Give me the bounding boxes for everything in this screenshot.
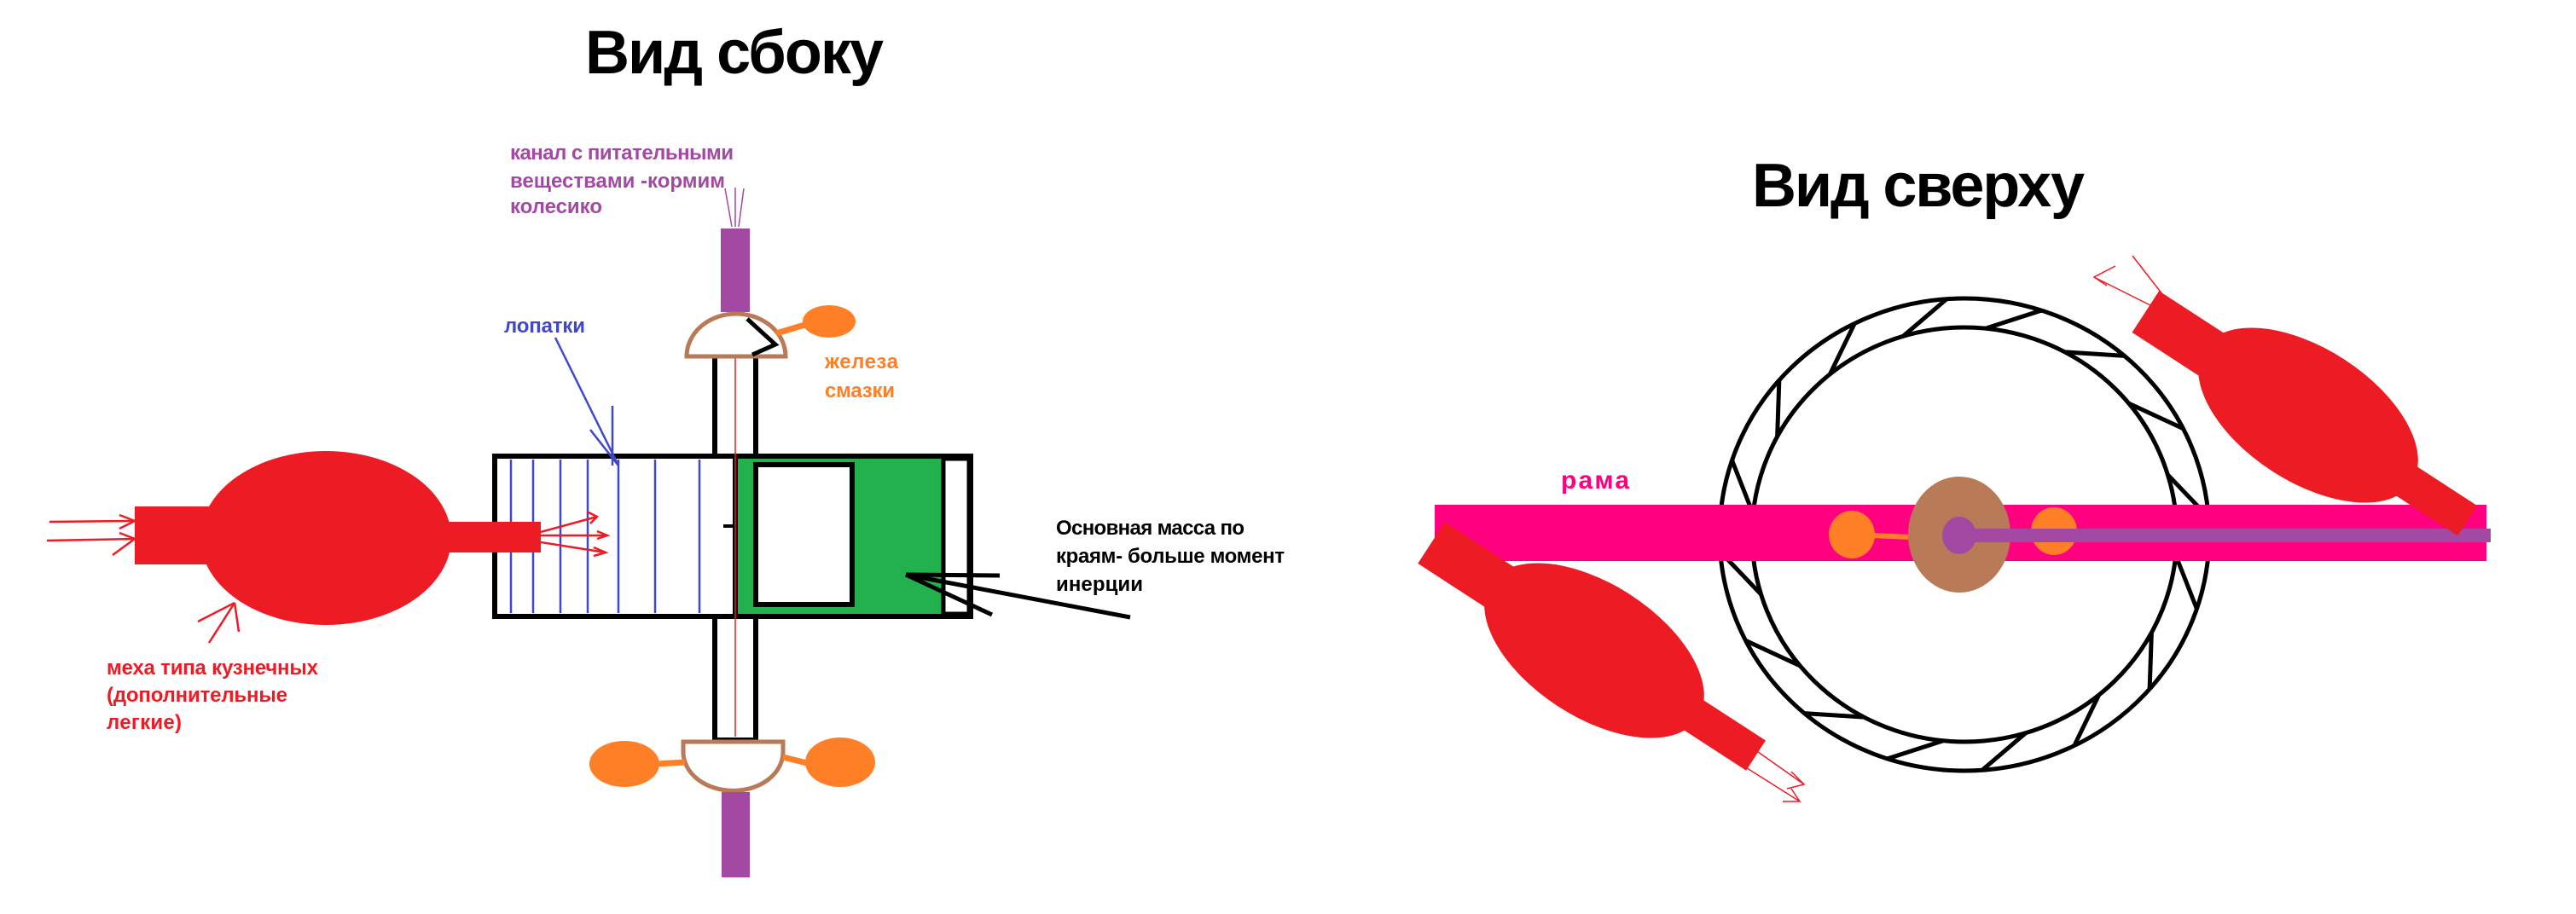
blades-label: лопатки <box>504 315 585 338</box>
nutrient-channel-top <box>721 228 750 312</box>
bellows-top-right <box>2132 291 2478 536</box>
label-line: инерции <box>1056 573 1143 596</box>
mass-label: Основная масса по краям- больше момент и… <box>1056 517 1285 596</box>
label-line: меха типа кузнечных <box>107 657 319 680</box>
label-line: веществами -кормим <box>510 170 725 193</box>
glands-label: железа смазки <box>824 350 899 402</box>
lubrication-gland-top <box>803 305 856 338</box>
air-flow-arrows-icon <box>2092 255 2163 308</box>
channel-label: канал с питательными веществами -кормим … <box>510 142 734 218</box>
label-line: краям- больше момент <box>1056 545 1285 568</box>
cap-hook <box>746 317 780 357</box>
label-line: смазки <box>825 379 895 402</box>
lubrication-gland-left <box>589 741 659 787</box>
wheel-blade <box>2173 554 2199 610</box>
blades-pointer-arrow <box>554 337 620 466</box>
top-bearing-cap <box>684 311 788 359</box>
wheel-blade <box>2127 401 2184 431</box>
side-view-title: Вид сбоку <box>585 19 884 87</box>
air-flow-arrows-icon <box>46 510 611 644</box>
wheel-blade <box>2147 632 2154 690</box>
lubrication-gland-left <box>1829 511 1875 558</box>
wheel-blade <box>2064 350 2125 358</box>
label-line: легкие) <box>107 711 182 734</box>
wheel-blade <box>1804 711 1865 720</box>
lubrication-gland-right <box>805 738 875 787</box>
side-view: Вид сбоку <box>46 19 1285 877</box>
wheel-blades <box>1718 297 2211 772</box>
wheel-blade <box>1828 322 1857 375</box>
bottom-bearing-cap <box>681 739 786 793</box>
top-view-title: Вид сверху <box>1752 152 2085 220</box>
label-line: колесико <box>510 195 602 218</box>
bellows-side <box>135 451 541 625</box>
label-line: канал с питательными <box>510 142 734 165</box>
wheel-blade <box>1744 639 1801 668</box>
axle-center <box>1942 517 1976 554</box>
bellows-bottom-left <box>1418 522 1766 771</box>
nutrient-channel <box>1959 529 2491 542</box>
wheel-blade <box>1981 731 2028 772</box>
label-line: (дополнительные <box>107 684 287 707</box>
frame-label: рама <box>1561 466 1629 495</box>
wheel-blade <box>1775 379 1782 437</box>
wheel-blade <box>1985 308 2043 331</box>
air-flow-arrows-icon <box>1718 732 1806 802</box>
mass-pointer-arrow <box>904 572 1131 620</box>
wheel-blade <box>2072 694 2101 747</box>
label-line: железа <box>824 350 899 373</box>
mass-outer-strip <box>941 456 972 616</box>
top-view: Вид сверху рама <box>1418 152 2491 802</box>
wheel-blade <box>1886 738 1944 761</box>
wheel-blade <box>1901 297 1948 338</box>
nutrient-channel-bottom <box>722 792 750 877</box>
gland-stalk <box>656 759 686 767</box>
bellows-label: меха типа кузнечных (дополнительные легк… <box>107 657 319 734</box>
label-line: Основная масса по <box>1056 517 1244 540</box>
mass-inner-cavity <box>753 462 855 607</box>
